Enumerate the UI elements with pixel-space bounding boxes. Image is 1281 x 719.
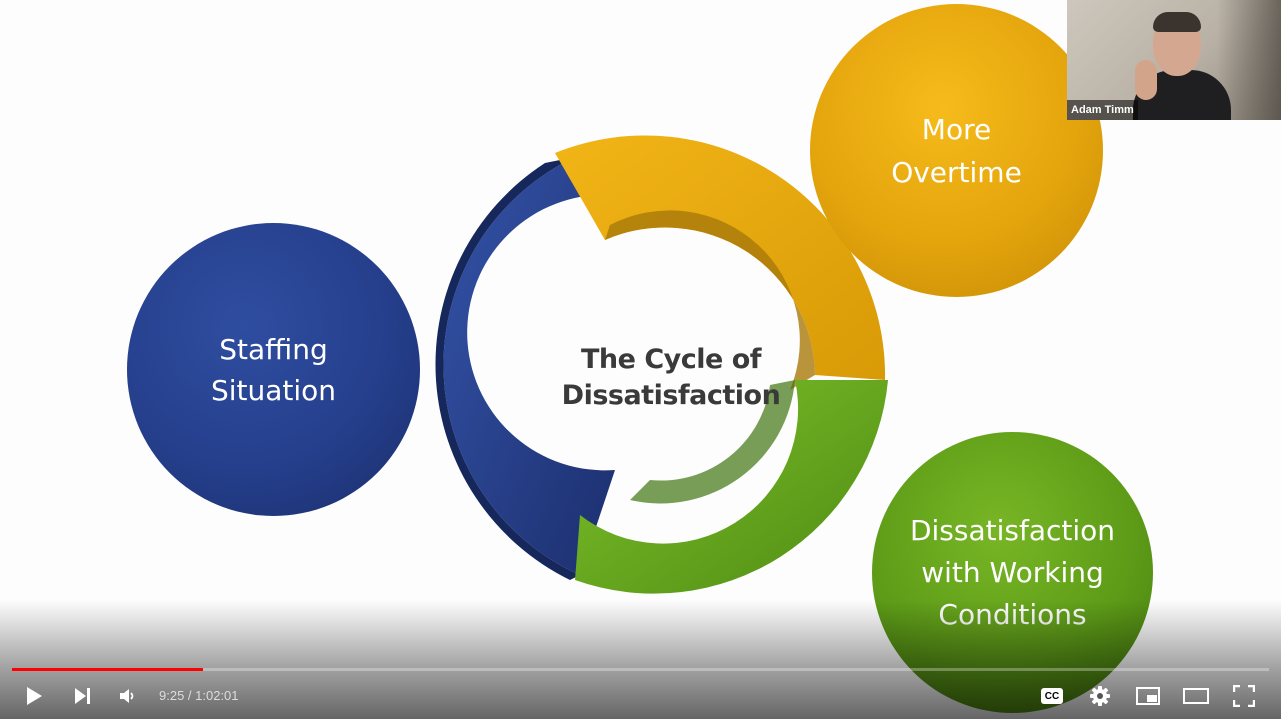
presenter-hair <box>1153 12 1201 32</box>
settings-button[interactable] <box>1084 676 1116 716</box>
webcam-overlay: Adam Timm <box>1067 0 1281 120</box>
volume-icon <box>120 689 134 703</box>
next-button[interactable] <box>66 676 98 716</box>
cycle-arc-gold <box>555 135 886 380</box>
theater-mode-button[interactable] <box>1179 676 1213 716</box>
fullscreen-icon <box>1233 685 1255 707</box>
miniplayer-button[interactable] <box>1132 676 1164 716</box>
captions-button[interactable]: CC <box>1036 676 1068 716</box>
progress-bar[interactable] <box>12 668 1269 671</box>
captions-icon: CC <box>1041 688 1063 704</box>
theater-icon <box>1183 688 1209 704</box>
cycle-title: The Cycle of Dissatisfaction <box>561 344 781 411</box>
progress-played <box>12 668 203 671</box>
cycle-arc-gold-inner <box>605 210 815 390</box>
more-overtime-circle: More Overtime <box>810 4 1103 297</box>
next-icon <box>75 688 90 704</box>
cycle-diagram <box>435 135 888 594</box>
cycle-arc-green <box>575 380 888 594</box>
player-controls: 9:25 / 1:02:01 CC <box>0 676 1281 716</box>
presenter-hand <box>1135 60 1157 100</box>
miniplayer-icon <box>1136 687 1160 705</box>
staffing-situation-circle: Staffing Situation <box>127 223 420 516</box>
play-button[interactable] <box>18 676 50 716</box>
staffing-situation-label: Staffing Situation <box>210 332 337 407</box>
presenter-name-tag: Adam Timm <box>1067 100 1138 120</box>
controls-gradient <box>0 600 1281 719</box>
cycle-arc-green-inner <box>630 380 795 504</box>
time-display: 9:25 / 1:02:01 <box>159 688 239 703</box>
volume-button[interactable] <box>112 676 142 716</box>
play-icon <box>27 687 42 705</box>
fullscreen-button[interactable] <box>1228 676 1260 716</box>
more-overtime-label: More Overtime <box>891 112 1022 189</box>
gear-icon <box>1090 686 1110 706</box>
cycle-arc-blue <box>443 157 615 575</box>
